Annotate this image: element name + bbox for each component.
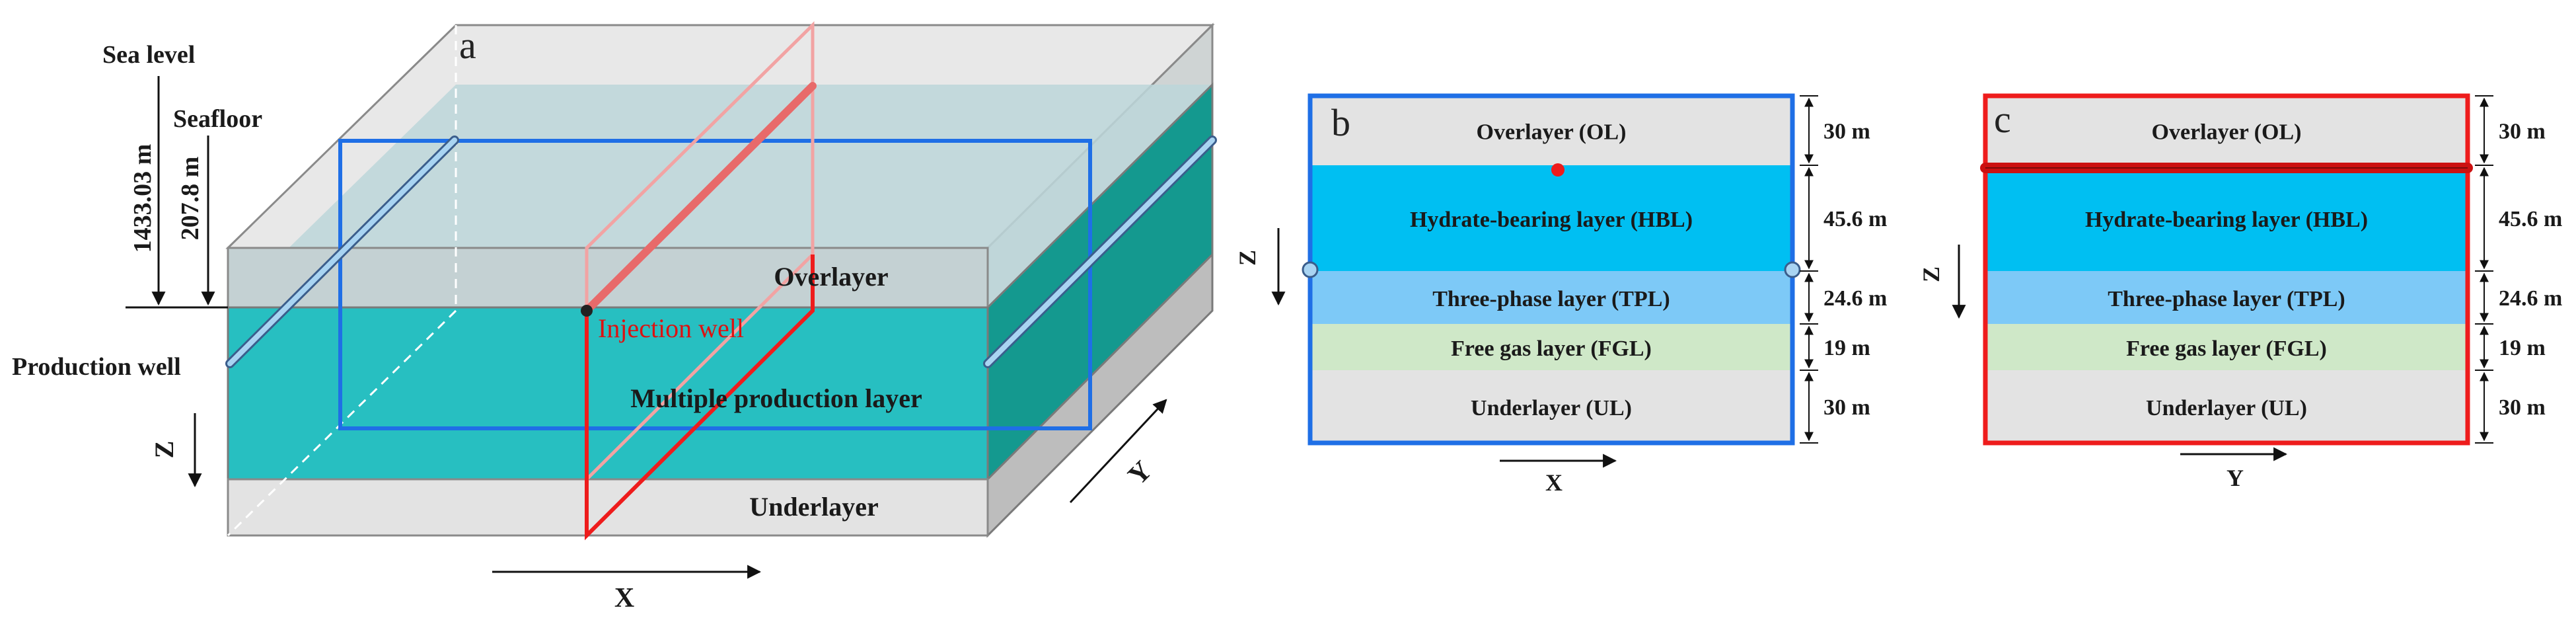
panel-c-letter: c: [1994, 98, 2011, 141]
panel-c-layers: Overlayer (OL) Hydrate-bearing layer (HBL…: [1985, 96, 2468, 443]
seafloor-label: Seafloor: [173, 105, 262, 133]
thickness-label: 19 m: [2499, 336, 2546, 360]
panel-c-dimensions: 30 m 45.6 m 24.6 m 19 m 30 m: [2475, 95, 2562, 444]
panel-b-dimensions: 30 m 45.6 m 24.6 m 19 m 30 m: [1800, 95, 1887, 444]
thickness-label: 30 m: [1823, 395, 1870, 420]
production-layer-front: [227, 306, 989, 481]
layer-label: Three-phase layer (TPL): [1432, 287, 1670, 311]
layer-1: [1310, 165, 1792, 271]
injection-well-label: Injection well: [598, 313, 744, 343]
thickness-label: 30 m: [2499, 120, 2546, 144]
thickness-label: 24.6 m: [2499, 286, 2562, 311]
thickness-label: 19 m: [1823, 336, 1870, 360]
y-axis-label: Y: [1122, 455, 1158, 491]
layer-label: Underlayer (UL): [2146, 396, 2307, 420]
production-well-right-point: [1784, 261, 1801, 278]
production-well-right-inner: [985, 138, 1215, 366]
production-well-left-point: [1302, 261, 1319, 278]
layer-label: Underlayer (UL): [1471, 396, 1632, 420]
layer-3: [1310, 324, 1792, 370]
ol-depth-label: 207.8 m: [176, 157, 204, 241]
production-well-left-inner: [227, 138, 457, 366]
overlayer-front: [227, 247, 989, 309]
layer-label: Hydrate-bearing layer (HBL): [2085, 208, 2368, 232]
layer-3: [1985, 324, 2468, 370]
thickness-label: 45.6 m: [1823, 207, 1887, 231]
layer-2: [1985, 271, 2468, 324]
layer-label: Overlayer (OL): [1477, 120, 1627, 145]
b-x-axis-label: X: [1545, 469, 1563, 496]
layer-2: [1310, 271, 1792, 324]
injection-well-point: [1551, 163, 1564, 177]
overlayer-label: Overlayer: [774, 262, 888, 292]
injection-well-head: [581, 305, 593, 317]
layer-4: [1310, 370, 1792, 443]
layer-label: Overlayer (OL): [2152, 120, 2302, 145]
layer-0: [1985, 96, 2468, 165]
thickness-label: 45.6 m: [2499, 207, 2562, 231]
panel-a: a Sea level Seafloor 1433.03 m 207.8 m O…: [12, 21, 1217, 613]
panel-b: Overlayer (OL) Hydrate-bearing layer (HBL…: [1234, 93, 1887, 496]
layer-label: Hydrate-bearing layer (HBL): [1410, 208, 1693, 232]
underlayer-front: [227, 478, 989, 537]
production-layer-label: Multiple production layer: [630, 383, 922, 413]
panel-c-frame: [1983, 93, 2470, 446]
layer-label: Free gas layer (FGL): [1451, 336, 1652, 361]
panel-a-letter: a: [459, 24, 476, 67]
production-well-label: Production well: [12, 353, 181, 381]
layer-label: Three-phase layer (TPL): [2108, 287, 2345, 311]
c-y-axis-label: Y: [2226, 465, 2244, 491]
x-section-frame: [338, 139, 1092, 430]
layer-1: [1985, 165, 2468, 271]
b-z-axis-label: Z: [1234, 250, 1261, 266]
underlayer-label: Underlayer: [749, 492, 879, 522]
c-z-axis-label: Z: [1918, 266, 1944, 282]
panel-c: Overlayer (OL) Hydrate-bearing layer (HBL…: [1918, 93, 2562, 491]
panel-b-letter: b: [1331, 101, 1350, 144]
y-axis-arrow: [1069, 399, 1167, 504]
thickness-label: 30 m: [2499, 395, 2546, 420]
layer-0: [1310, 96, 1792, 165]
layer-label: Free gas layer (FGL): [2126, 336, 2327, 361]
panel-b-layers: Overlayer (OL) Hydrate-bearing layer (HBL…: [1310, 96, 1792, 443]
injection-well: [583, 82, 817, 315]
sea-level-label: Sea level: [102, 41, 195, 69]
thickness-label: 30 m: [1823, 120, 1870, 144]
x-axis-label: X: [614, 583, 634, 613]
thickness-label: 24.6 m: [1823, 286, 1887, 311]
layer-4: [1985, 370, 2468, 443]
y-section-frame-lower: [585, 255, 815, 541]
water-depth-label: 1433.03 m: [129, 144, 157, 253]
z-axis-label: Z: [149, 441, 179, 459]
